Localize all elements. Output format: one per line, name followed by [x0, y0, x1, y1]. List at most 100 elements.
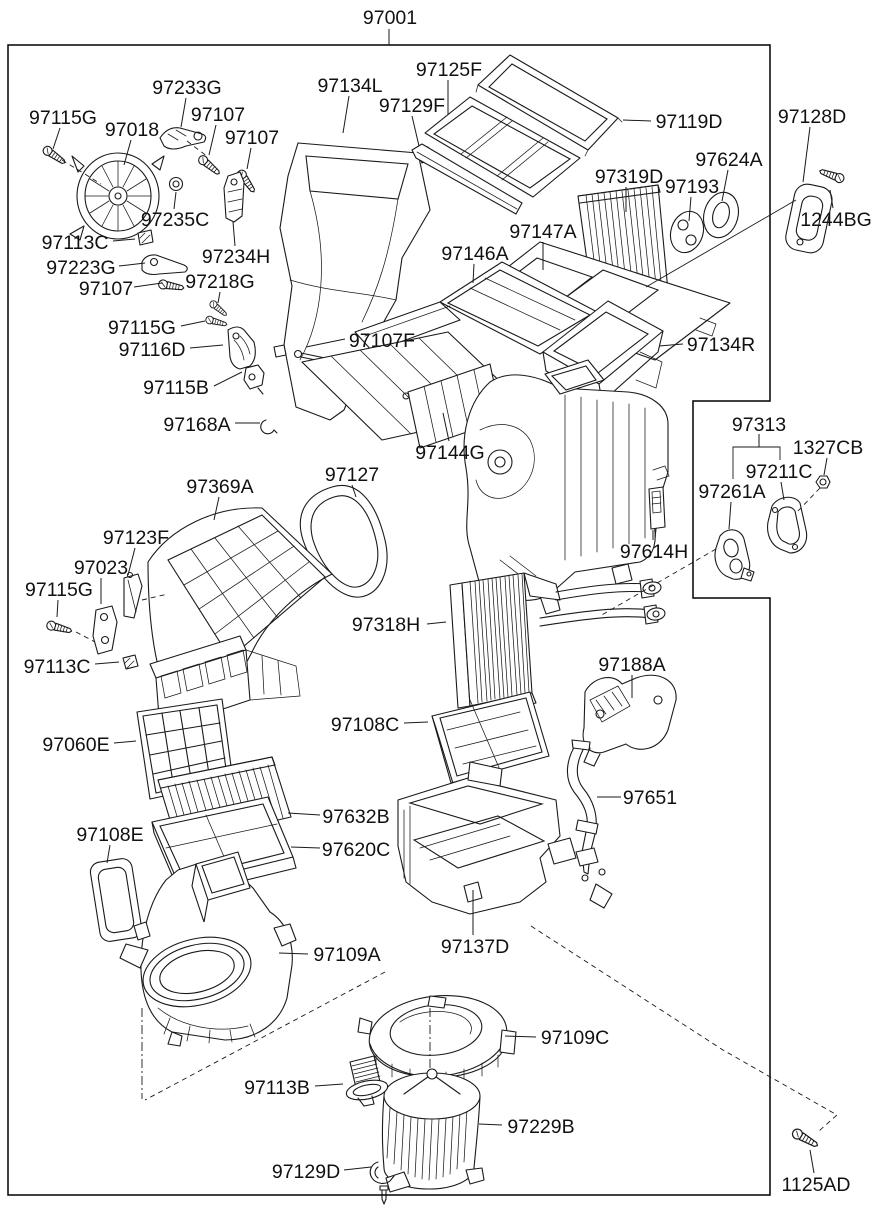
leader-97127: [351, 484, 357, 498]
construction-line-4: [599, 548, 717, 617]
part-label-97318H: 97318H: [352, 614, 420, 636]
part-label-97134L: 97134L: [317, 75, 382, 97]
part-art-lever-97233G: [159, 127, 207, 150]
construction-line-0: [61, 159, 102, 185]
part-art-screw-97115G-1: [40, 144, 68, 168]
part-art-gasket-97211C: [767, 496, 808, 554]
part-art-arm-97223G: [141, 254, 188, 276]
part-art-case-97109C: [357, 995, 517, 1086]
leader-97109A: [278, 952, 309, 955]
leader-97108E: [106, 844, 111, 864]
part-label-97108C: 97108C: [331, 714, 399, 736]
leader-97129D: [343, 1166, 372, 1171]
leader-97115B: [213, 371, 243, 387]
part-art-screw-97115G-3: [45, 619, 74, 637]
leader-97134R: [658, 343, 684, 347]
leader-97193: [688, 196, 692, 222]
part-label-97144G: 97144G: [415, 442, 484, 464]
part-label-97234H: 97234H: [202, 246, 270, 268]
part-art-bracket-97128D: [785, 183, 833, 254]
part-art-core-97318H: [449, 572, 666, 717]
part-label-1327CB: 1327CB: [793, 437, 863, 459]
part-art-lever-97234H: [223, 171, 245, 223]
part-label-97651: 97651: [623, 787, 677, 809]
leader-97113C-1: [112, 238, 136, 242]
leader-97109C: [504, 1035, 537, 1038]
part-art-connector-97115B: [243, 364, 265, 395]
part-label-97614H: 97614H: [620, 541, 688, 563]
part-art-wheel-97229B: [381, 1068, 485, 1193]
part-label-97211C: 97211C: [746, 461, 813, 483]
part-label-97218G: 97218G: [185, 271, 254, 293]
part-art-blade-97123F: [123, 571, 143, 619]
part-art-screw-1244BG: [817, 166, 846, 185]
part-art-clip-97113C-1: [137, 229, 154, 246]
part-label-97113C-1: 97113C: [42, 232, 109, 254]
leader-97233G: [180, 97, 187, 128]
leader-97234H: [232, 221, 236, 247]
part-art-seal-97624A: [702, 191, 740, 239]
part-label-97620C: 97620C: [322, 839, 390, 861]
part-label-97193: 97193: [665, 176, 719, 198]
leader-97223G: [118, 262, 146, 267]
part-label-97107-3: 97107: [79, 278, 133, 300]
part-label-97125F: 97125F: [416, 59, 482, 81]
part-label-97313: 97313: [732, 414, 786, 436]
part-label-97001: 97001: [363, 7, 417, 29]
leader-1327CB: [823, 457, 828, 476]
construction-line-5: [75, 631, 96, 643]
part-label-97168A: 97168A: [163, 414, 230, 436]
part-label-97116D: 97116D: [119, 339, 186, 361]
part-art-tray-97108C: [431, 691, 550, 791]
part-label-97319D: 97319D: [595, 166, 663, 188]
part-art-hook-97168A: [260, 419, 278, 435]
part-label-97188A: 97188A: [598, 654, 665, 676]
leader-97113B: [314, 1083, 344, 1087]
leader-97116D: [189, 344, 224, 349]
leader-97128D: [802, 126, 811, 183]
leader-1125AD: [809, 1149, 815, 1174]
part-label-97107-2: 97107: [225, 127, 279, 149]
construction-line-1: [186, 140, 209, 158]
leader-97123F: [127, 547, 136, 576]
leader-97119D: [622, 119, 652, 122]
part-art-seal-97108E: [89, 858, 143, 942]
part-label-97369A: 97369A: [186, 476, 253, 498]
leader-97134L: [342, 95, 350, 134]
leader-97107-2: [246, 147, 252, 170]
part-art-blower-97109A: [119, 851, 297, 1047]
part-label-97127: 97127: [325, 464, 379, 486]
part-art-frame-97125F: [424, 96, 581, 198]
part-label-97229B: 97229B: [507, 1116, 574, 1138]
part-art-sensor-97614H: [648, 486, 666, 538]
part-label-97235C: 97235C: [141, 209, 209, 231]
part-label-97137D: 97137D: [441, 936, 509, 958]
part-label-97109C: 97109C: [541, 1027, 609, 1049]
part-label-97107F: 97107F: [349, 330, 415, 352]
part-art-bracket-97188A: [582, 674, 677, 767]
leader-97115G-2: [180, 320, 206, 327]
leader-97218G: [217, 291, 221, 304]
leader-97108C: [403, 721, 429, 724]
part-art-clip-97113C-2: [122, 654, 139, 670]
part-label-1244BG: 1244BG: [800, 209, 872, 231]
leader-97211C: [780, 481, 785, 501]
leader-97107F: [305, 338, 346, 348]
part-label-97109A: 97109A: [313, 944, 380, 966]
part-art-grommet-97193: [669, 210, 705, 254]
part-art-screw-97115G-2: [204, 314, 229, 329]
part-label-97261A: 97261A: [698, 481, 765, 503]
part-label-97119D: 97119D: [656, 111, 723, 133]
leader-97624A: [721, 169, 729, 202]
part-art-fan-97018: [69, 152, 165, 241]
part-label-97129D: 97129D: [272, 1161, 340, 1183]
leader-97318H: [426, 621, 447, 625]
part-label-97129F: 97129F: [379, 95, 445, 117]
construction-line-3: [797, 487, 821, 512]
leader-97146A: [472, 263, 475, 284]
leader-97144G: [442, 412, 450, 442]
part-label-1125AD: 1125AD: [781, 1174, 850, 1196]
leader-97107-3: [133, 282, 163, 288]
